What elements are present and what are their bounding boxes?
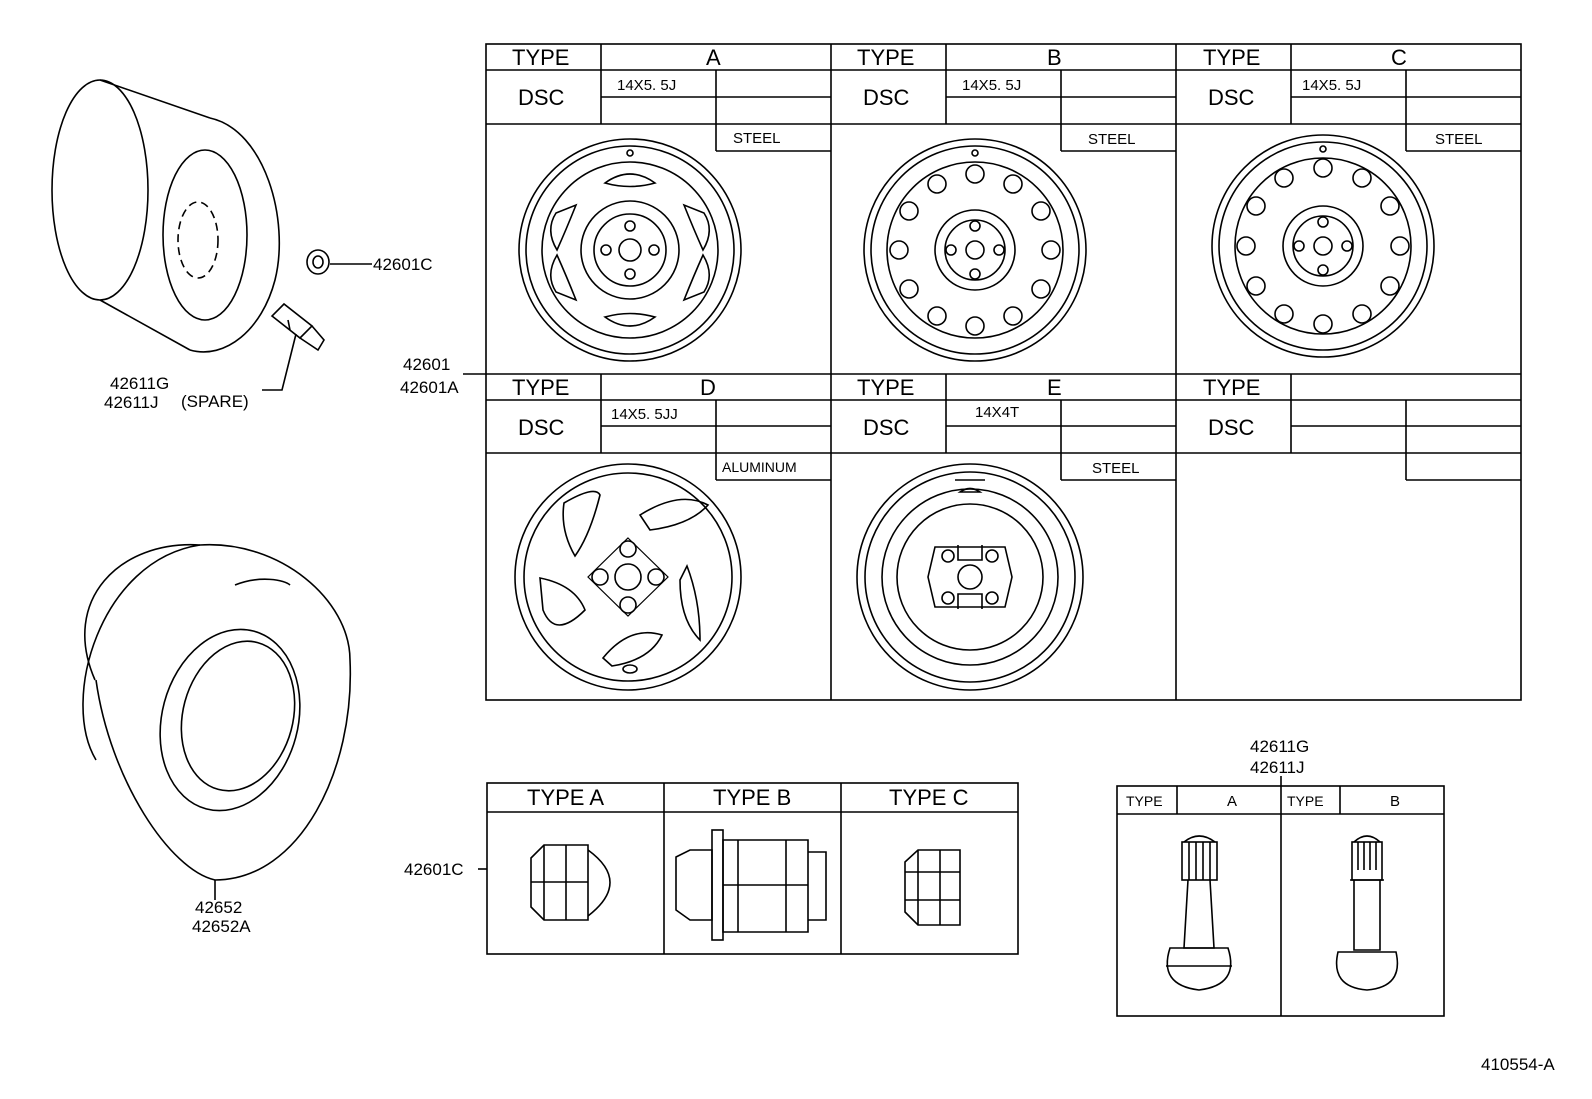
nut-type-c-drawing: [904, 849, 961, 926]
valve-type-a-letter: A: [1227, 793, 1237, 810]
type-header: TYPE: [857, 45, 914, 70]
valve-type-a-drawing: [1166, 835, 1232, 991]
dsc-header: DSC: [1208, 85, 1255, 110]
callout-42601: 42601: [403, 355, 450, 374]
wheel-type-c-drawing: [1211, 134, 1435, 358]
wheel-size: 14X5. 5J: [617, 77, 676, 94]
nut-type-b-header: TYPE B: [713, 785, 791, 810]
wheel-table-cell-c: TYPE C DSC 14X5. 5J STEEL: [1203, 45, 1483, 148]
lug-nut-small-drawing: [306, 249, 372, 275]
nut-table-headers: TYPE A TYPE B TYPE C: [527, 785, 969, 810]
wheel-material: STEEL: [1092, 460, 1140, 477]
wheel-type-e-drawing: [856, 463, 1084, 691]
callout-42652: 42652: [195, 898, 242, 917]
wheel-size: 14X5. 5J: [962, 77, 1021, 94]
wheel-type-a-drawing: [518, 138, 742, 362]
wheel-table-cell-a: TYPE A DSC 14X5. 5J STEEL: [512, 45, 781, 147]
wheel-table-cell-e: TYPE E DSC 14X4T STEEL: [857, 375, 1140, 477]
diagram-id-code: 410554-A: [1481, 1055, 1555, 1074]
callout-spare: (SPARE): [181, 392, 249, 411]
nut-type-b-drawing: [675, 829, 827, 941]
dsc-header: DSC: [1208, 415, 1255, 440]
type-letter: D: [700, 375, 716, 400]
wheel-table-cell-b: TYPE B DSC 14X5. 5J STEEL: [857, 45, 1136, 148]
callout-42611g: 42611G: [110, 374, 169, 393]
wheel-size: 14X5. 5J: [1302, 77, 1361, 94]
wheel-type-b-drawing: [863, 138, 1087, 362]
valve-type-header-b: TYPE: [1287, 793, 1324, 809]
dsc-header: DSC: [863, 415, 910, 440]
valve-table-grid: [1116, 776, 1445, 1017]
wheel-material: STEEL: [1435, 131, 1483, 148]
callout-valve-table-g: 42611G: [1250, 737, 1309, 756]
dsc-header: DSC: [518, 85, 565, 110]
type-header: TYPE: [512, 45, 569, 70]
callout-42652a: 42652A: [192, 917, 251, 936]
type-letter: E: [1047, 375, 1062, 400]
type-header: TYPE: [1203, 45, 1260, 70]
valve-type-b-letter: B: [1390, 793, 1400, 810]
valve-type-b-drawing: [1335, 835, 1399, 991]
callout-42601a: 42601A: [400, 378, 459, 397]
type-letter: A: [706, 45, 721, 70]
type-header: TYPE: [857, 375, 914, 400]
dsc-header: DSC: [518, 415, 565, 440]
nut-type-a-drawing: [530, 844, 611, 921]
valve-type-header-a: TYPE: [1126, 793, 1163, 809]
callout-42601c: 42601C: [373, 255, 433, 274]
tire-drawing: [82, 544, 352, 900]
valve-table-headers: TYPE A TYPE B: [1126, 793, 1400, 810]
wheel-type-d-drawing: [514, 463, 742, 691]
valve-stem-small-drawing: [262, 302, 325, 391]
wheel-size: 14X5. 5JJ: [611, 406, 678, 423]
callout-labels: 42601C 42611G 42611J (SPARE) 42601 42601…: [104, 255, 1555, 1074]
nut-table-grid: [478, 782, 1019, 955]
wheel-table-cell-empty: TYPE DSC: [1203, 375, 1260, 440]
wheel-material: STEEL: [1088, 131, 1136, 148]
type-header: TYPE: [1203, 375, 1260, 400]
type-letter: C: [1391, 45, 1407, 70]
callout-42611j: 42611J: [104, 393, 159, 412]
wheel-table-cell-d: TYPE D DSC 14X5. 5JJ ALUMINUM: [512, 375, 797, 475]
type-header: TYPE: [512, 375, 569, 400]
callout-valve-table-j: 42611J: [1250, 758, 1305, 777]
dsc-header: DSC: [863, 85, 910, 110]
wheel-material: ALUMINUM: [722, 459, 797, 475]
wheel-material: STEEL: [733, 130, 781, 147]
nut-type-a-header: TYPE A: [527, 785, 604, 810]
wheel-size: 14X4T: [975, 404, 1019, 421]
wheel-assembly-drawing: [51, 79, 281, 353]
nut-type-c-header: TYPE C: [889, 785, 969, 810]
type-letter: B: [1047, 45, 1062, 70]
callout-nut-table: 42601C: [404, 860, 464, 879]
wheel-table-grid: [463, 43, 1522, 701]
